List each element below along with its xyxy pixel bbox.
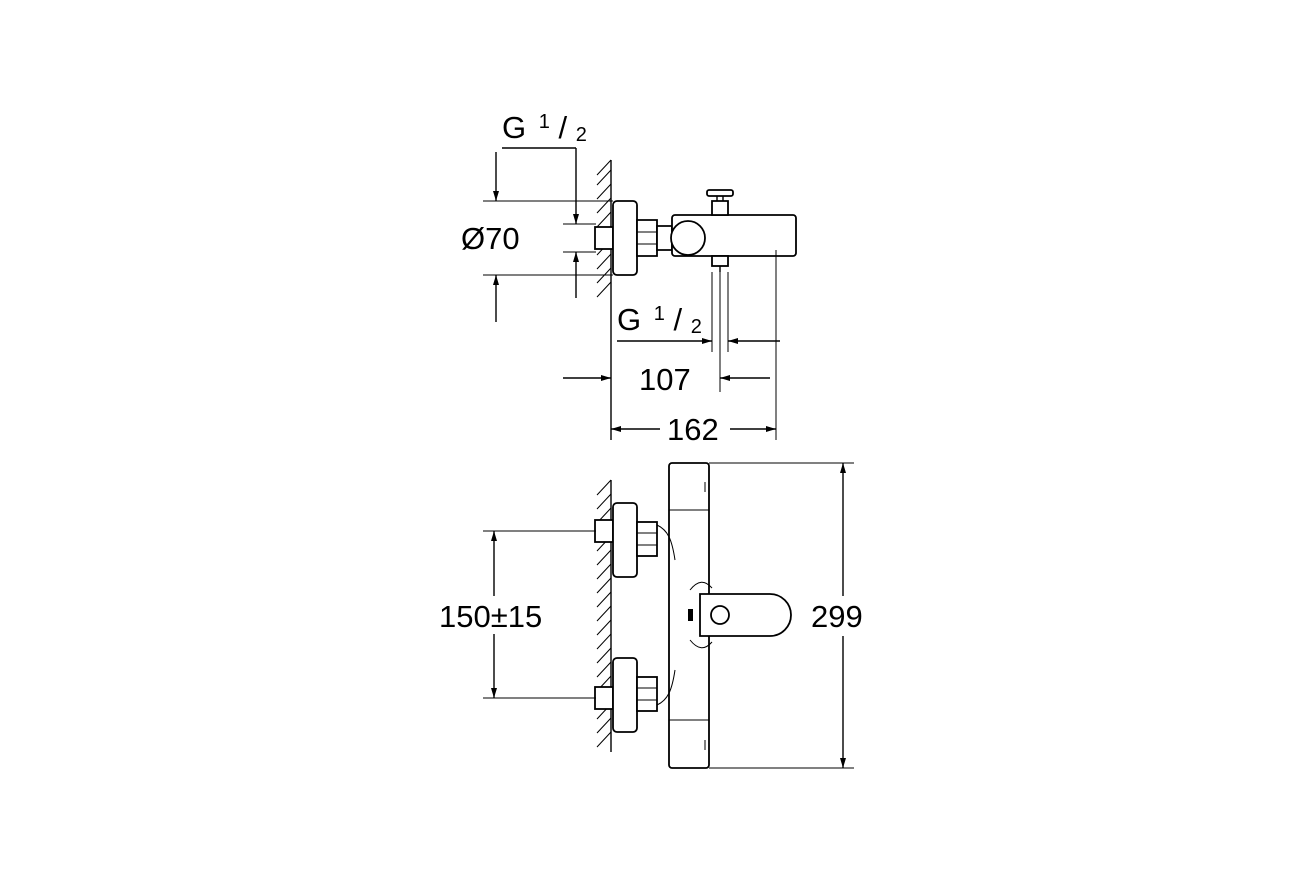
outlet-thread-label: G 1 / 2: [617, 292, 702, 338]
dim-107: 107: [563, 272, 770, 397]
top-view: G 1 / 2 Ø70 G 1 / 2: [461, 100, 797, 447]
dim-height-label: 299: [811, 599, 863, 634]
dim-height: 299: [709, 462, 863, 769]
diameter-label: Ø70: [461, 221, 520, 256]
lower-connection: [594, 657, 658, 733]
front-view: 150±15 299: [439, 462, 863, 769]
dim-centres: 150±15: [439, 530, 596, 699]
wall-top: [596, 159, 612, 440]
inlet-thread-dimension: G 1 / 2: [502, 100, 596, 298]
dim-107-label: 107: [639, 362, 691, 397]
dim-162: 162: [611, 250, 777, 447]
dim-162-label: 162: [667, 412, 719, 447]
diameter-dimension: Ø70: [461, 152, 613, 322]
inlet-thread-label: G 1 / 2: [502, 100, 587, 146]
mixer-top-outline: [594, 189, 797, 276]
outlet-thread-dimension: G 1 / 2: [617, 272, 780, 352]
dim-centres-label: 150±15: [439, 599, 542, 634]
spout: [688, 581, 792, 649]
upper-connection: [594, 502, 658, 578]
